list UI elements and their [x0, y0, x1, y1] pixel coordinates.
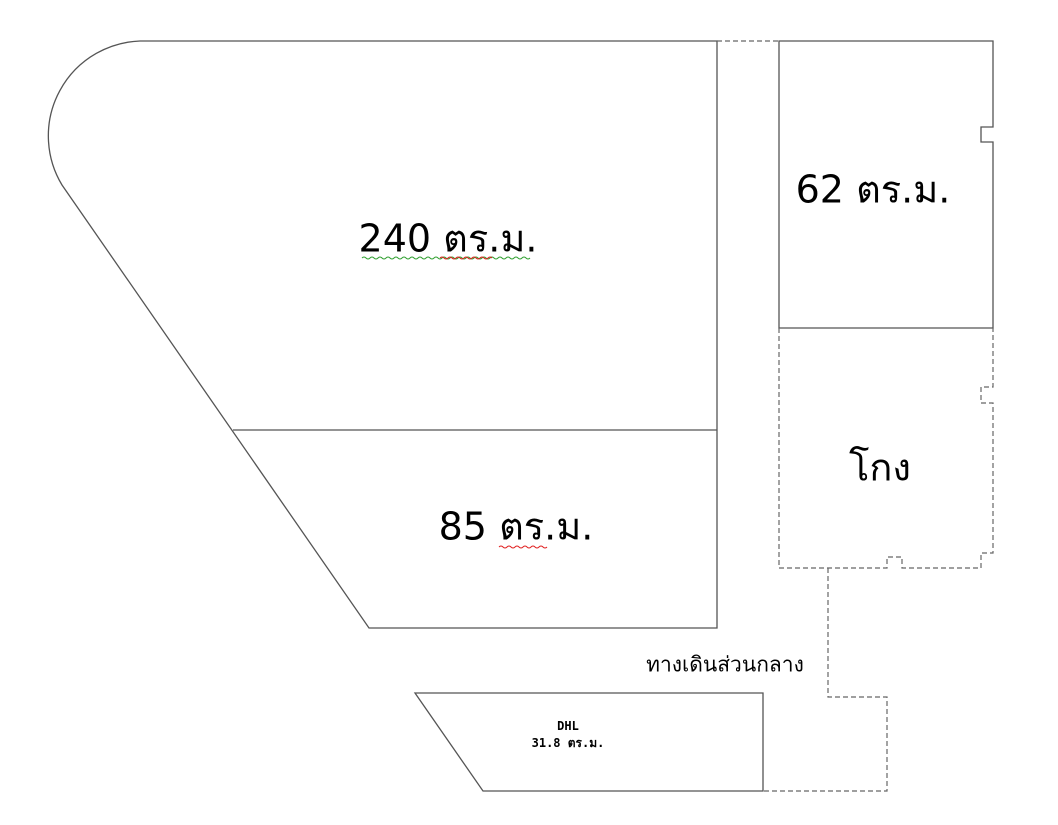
spellcheck-underline-green: [361, 256, 531, 260]
room-62-outline: [778, 40, 994, 329]
room-kong-label: โกง: [849, 445, 911, 490]
dhl-outline: [413, 692, 764, 792]
dhl-area-label: 31.8 ตร.ม.: [531, 736, 605, 750]
corridor-label: ทางเดินส่วนกลาง: [646, 652, 804, 677]
corridor-outline: [763, 568, 888, 792]
dhl-name: DHL: [557, 719, 579, 733]
dhl-label: DHL 31.8 ตร.ม.: [532, 718, 605, 752]
room-240-area-label: 240 ตร.ม.: [358, 216, 538, 261]
room-kong-outline: [778, 328, 994, 569]
room-62-area-label: 62 ตร.ม.: [795, 167, 951, 212]
room-85-area-label: 85 ตร.ม.: [438, 504, 594, 549]
spellcheck-underline-red: [498, 545, 548, 549]
spellcheck-underline-red: [439, 256, 493, 260]
room-240-outline: [47, 40, 718, 629]
